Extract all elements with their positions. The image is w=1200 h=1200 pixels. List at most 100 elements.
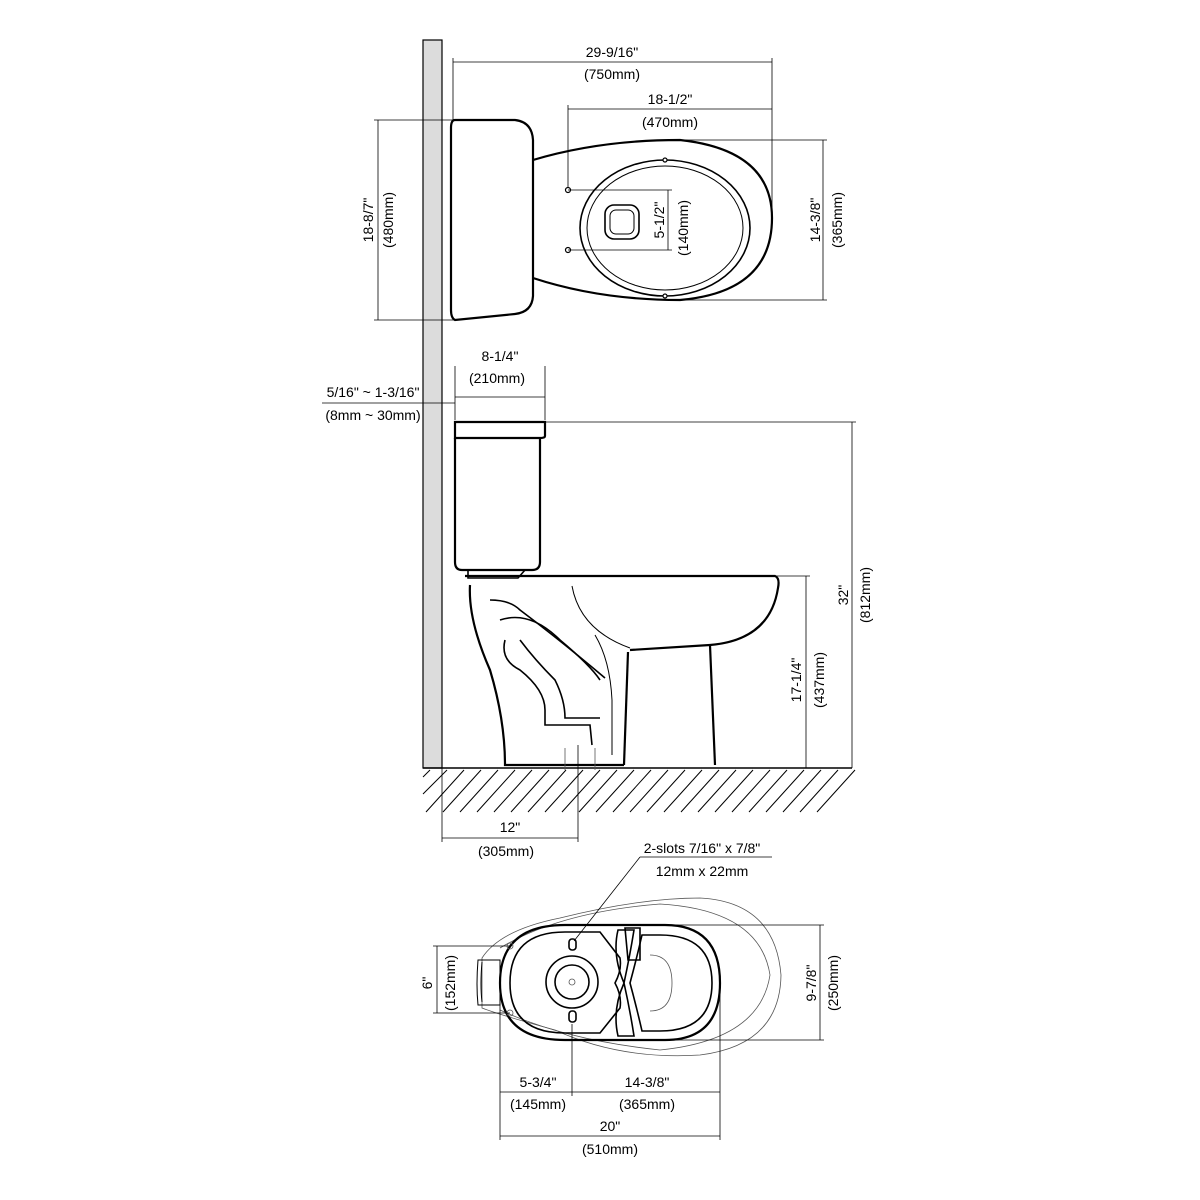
tank-depth-mm: (210mm)	[469, 370, 525, 386]
trapway-mid	[499, 616, 601, 681]
tank-stub-inner	[480, 961, 483, 1003]
overall-length-in: 29-9/16"	[586, 44, 638, 60]
hatch-line	[510, 769, 550, 813]
hatch-line	[663, 769, 703, 813]
center-to-front-in: 14-3/8"	[625, 1074, 670, 1090]
hatch-line	[442, 769, 482, 813]
seat-bolt-spacing-mm: (140mm)	[675, 200, 691, 256]
bolt-slot	[568, 938, 577, 951]
hatch-line	[459, 769, 499, 813]
rear-to-center-in: 5-3/4"	[520, 1074, 557, 1090]
pedestal-front	[708, 644, 717, 766]
seat-inner-outline	[586, 165, 744, 291]
trapway-inner	[519, 639, 600, 719]
top-view: 29-9/16" (750mm) 18-1/2" (470mm) 18-8/7"…	[360, 44, 845, 322]
hatch-line	[731, 769, 771, 813]
hatch-line	[714, 769, 754, 813]
bolt-slot	[568, 1010, 577, 1023]
side-view: 8-1/4" (210mm) 5/16" ~ 1-3/16" (8mm ~ 30…	[322, 348, 873, 859]
slots-line2: 12mm x 22mm	[656, 863, 749, 879]
tank-body	[453, 438, 542, 572]
bolt-spacing-mm: (152mm)	[442, 955, 458, 1011]
hatch-line	[578, 769, 618, 813]
hatch-line	[748, 769, 788, 813]
rear-cavity	[509, 931, 622, 1034]
hatch-line	[816, 769, 856, 813]
slot-leader	[573, 856, 641, 942]
hatch-line	[544, 769, 584, 813]
trapway-lower	[503, 639, 593, 746]
tank-lid	[453, 420, 547, 440]
base-width-in: 9-7/8"	[803, 965, 819, 1002]
hatch-line	[425, 769, 465, 813]
bowl-opening-ghost	[649, 954, 673, 1012]
wall-section	[422, 39, 443, 769]
bowl-inner-curve	[571, 585, 631, 649]
front-cavity	[629, 934, 713, 1032]
hatch-line	[422, 769, 448, 795]
tank-stub	[476, 959, 501, 1006]
overall-height-in: 32"	[835, 585, 851, 606]
wall-gap-mm: (8mm ~ 30mm)	[325, 407, 420, 423]
wall	[422, 39, 443, 769]
rear-to-center-mm: (145mm)	[510, 1096, 566, 1112]
web-rib	[624, 927, 641, 961]
hatch-line	[765, 769, 805, 813]
tank-depth-in: 8-1/4"	[482, 348, 519, 364]
overall-height-mm: (812mm)	[857, 567, 873, 623]
hatch-line	[476, 769, 516, 813]
rim-height-mm: (437mm)	[811, 652, 827, 708]
tank-top-outline	[449, 118, 535, 322]
bowl-opening	[604, 204, 640, 240]
hatch-line	[782, 769, 822, 813]
hatch-line	[612, 769, 652, 813]
bowl-opening-inner	[609, 209, 635, 235]
rim-height-in: 17-1/4"	[788, 658, 804, 703]
bowl-outline-ghost-inner	[499, 903, 771, 1051]
tank-width-mm: (480mm)	[380, 192, 396, 248]
bowl-width-in: 14-3/8"	[807, 198, 823, 243]
outlet-horn-outer	[545, 955, 599, 1009]
bowl-width-mm: (365mm)	[829, 192, 845, 248]
seat-pin-dot	[662, 157, 668, 163]
seat-pin-dot	[662, 293, 668, 299]
hatch-line	[493, 769, 533, 813]
hatch-line	[561, 769, 601, 813]
hatch-line	[680, 769, 720, 813]
bowl-length-mm: (470mm)	[642, 114, 698, 130]
hatch-line	[422, 769, 431, 778]
base-footprint	[498, 923, 722, 1042]
rough-in-mm: (305mm)	[478, 843, 534, 859]
outlet-horn	[554, 964, 590, 1000]
outlet-center	[568, 978, 576, 986]
hatch-line	[697, 769, 737, 813]
floor-hatch	[422, 769, 856, 813]
hatch-line	[527, 769, 567, 813]
hatch-line	[595, 769, 635, 813]
x-brace	[615, 929, 635, 1037]
bottom-view: 2-slots 7/16" x 7/8" 12mm x 22mm 6" (152…	[419, 840, 841, 1157]
base-width-mm: (250mm)	[825, 955, 841, 1011]
bowl-rim	[465, 574, 780, 652]
seat-bolt-spacing-in: 5-1/2"	[651, 202, 667, 239]
center-to-front-mm: (365mm)	[619, 1096, 675, 1112]
hatch-line	[646, 769, 686, 813]
hatch-line	[799, 769, 839, 813]
rough-in-in: 12"	[500, 819, 521, 835]
slots-line1: 2-slots 7/16" x 7/8"	[644, 840, 761, 856]
bowl-rear-profile	[468, 584, 624, 767]
tank-width-in: 18-8/7"	[360, 198, 376, 243]
trapway-outer	[594, 634, 613, 755]
bolt-spacing-in: 6"	[419, 977, 435, 990]
base-length-mm: (510mm)	[582, 1141, 638, 1157]
floor	[422, 767, 856, 813]
pedestal-back	[622, 651, 630, 766]
bowl-length-in: 18-1/2"	[648, 91, 693, 107]
tank-base	[467, 569, 526, 579]
hatch-line	[629, 769, 669, 813]
base-length-in: 20"	[600, 1118, 621, 1134]
overall-length-mm: (750mm)	[584, 66, 640, 82]
wall-gap-in: 5/16" ~ 1-3/16"	[327, 384, 420, 400]
